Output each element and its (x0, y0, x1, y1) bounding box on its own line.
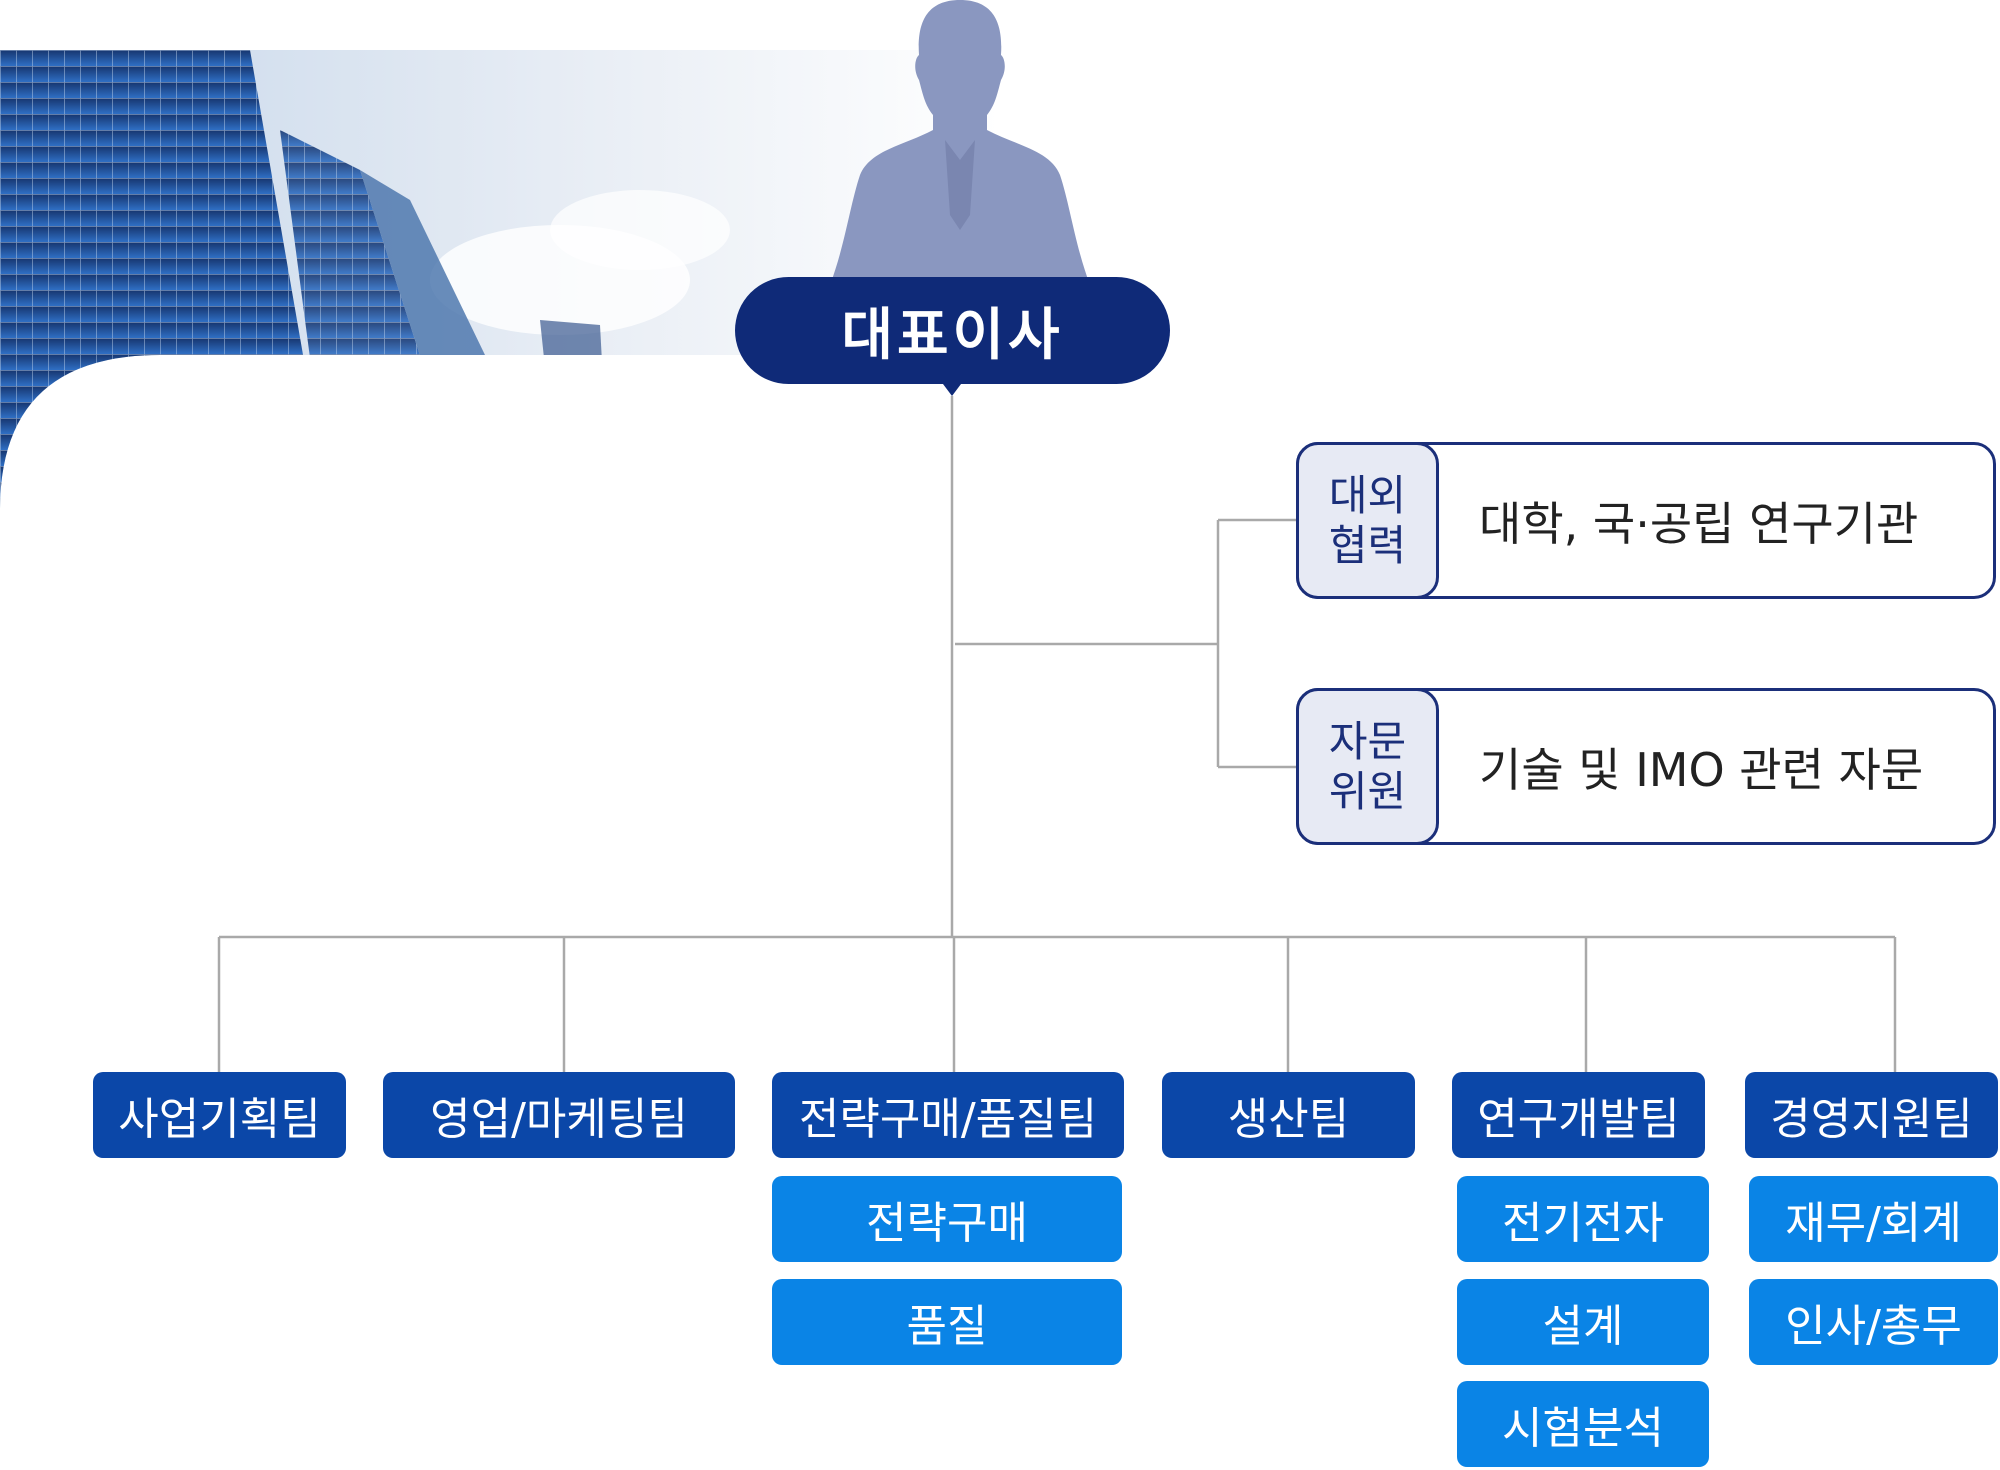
sub-strategic-procurement: 전략구매 (772, 1176, 1122, 1262)
team-sales-marketing: 영업/마케팅팀 (383, 1072, 735, 1158)
advisory-committee-text: 기술 및 IMO 관련 자문 (1479, 742, 1924, 797)
advisory-committee-box: 자문 위원 기술 및 IMO 관련 자문 (1296, 688, 1996, 845)
ceo-pointer (940, 380, 964, 396)
external-cooperation-text: 대학, 국·공립 연구기관 (1479, 496, 1919, 551)
sub-hr-general-affairs: 인사/총무 (1749, 1279, 1998, 1365)
team-business-planning: 사업기획팀 (93, 1072, 346, 1158)
sub-electrical-electronics: 전기전자 (1457, 1176, 1709, 1262)
external-cooperation-tag-line2: 협력 (1328, 520, 1407, 570)
sub-label: 재무/회계 (1785, 1198, 1962, 1249)
executive-silhouette-icon (830, 0, 1090, 285)
sub-label: 인사/총무 (1785, 1301, 1962, 1352)
sub-quality: 품질 (772, 1279, 1122, 1365)
team-rnd: 연구개발팀 (1452, 1072, 1705, 1158)
ceo-label: 대표이사 (841, 303, 1064, 368)
advisory-committee-tag: 자문 위원 (1296, 688, 1439, 845)
ceo-node: 대표이사 (735, 277, 1170, 384)
sub-design: 설계 (1457, 1279, 1709, 1365)
team-management-support: 경영지원팀 (1745, 1072, 1998, 1158)
sub-label: 전기전자 (1502, 1198, 1664, 1249)
team-label: 연구개발팀 (1477, 1094, 1680, 1145)
team-label: 영업/마케팅팀 (430, 1094, 688, 1145)
sub-finance-accounting: 재무/회계 (1749, 1176, 1998, 1262)
advisory-committee-tag-line2: 위원 (1328, 766, 1407, 816)
sub-label: 설계 (1542, 1301, 1624, 1352)
external-cooperation-box: 대외 협력 대학, 국·공립 연구기관 (1296, 442, 1996, 599)
sub-label: 전략구매 (866, 1198, 1028, 1249)
external-cooperation-tag-line1: 대외 (1328, 470, 1407, 520)
team-procurement-quality: 전략구매/품질팀 (772, 1072, 1124, 1158)
team-label: 생산팀 (1227, 1094, 1350, 1145)
team-label: 경영지원팀 (1770, 1094, 1973, 1145)
team-label: 사업기획팀 (118, 1094, 321, 1145)
team-label: 전략구매/품질팀 (798, 1094, 1098, 1145)
team-production: 생산팀 (1162, 1072, 1415, 1158)
external-cooperation-tag: 대외 협력 (1296, 442, 1439, 599)
sub-test-analysis: 시험분석 (1457, 1381, 1709, 1467)
sub-label: 품질 (906, 1301, 988, 1352)
sub-label: 시험분석 (1502, 1403, 1664, 1454)
advisory-committee-tag-line1: 자문 (1328, 716, 1407, 766)
